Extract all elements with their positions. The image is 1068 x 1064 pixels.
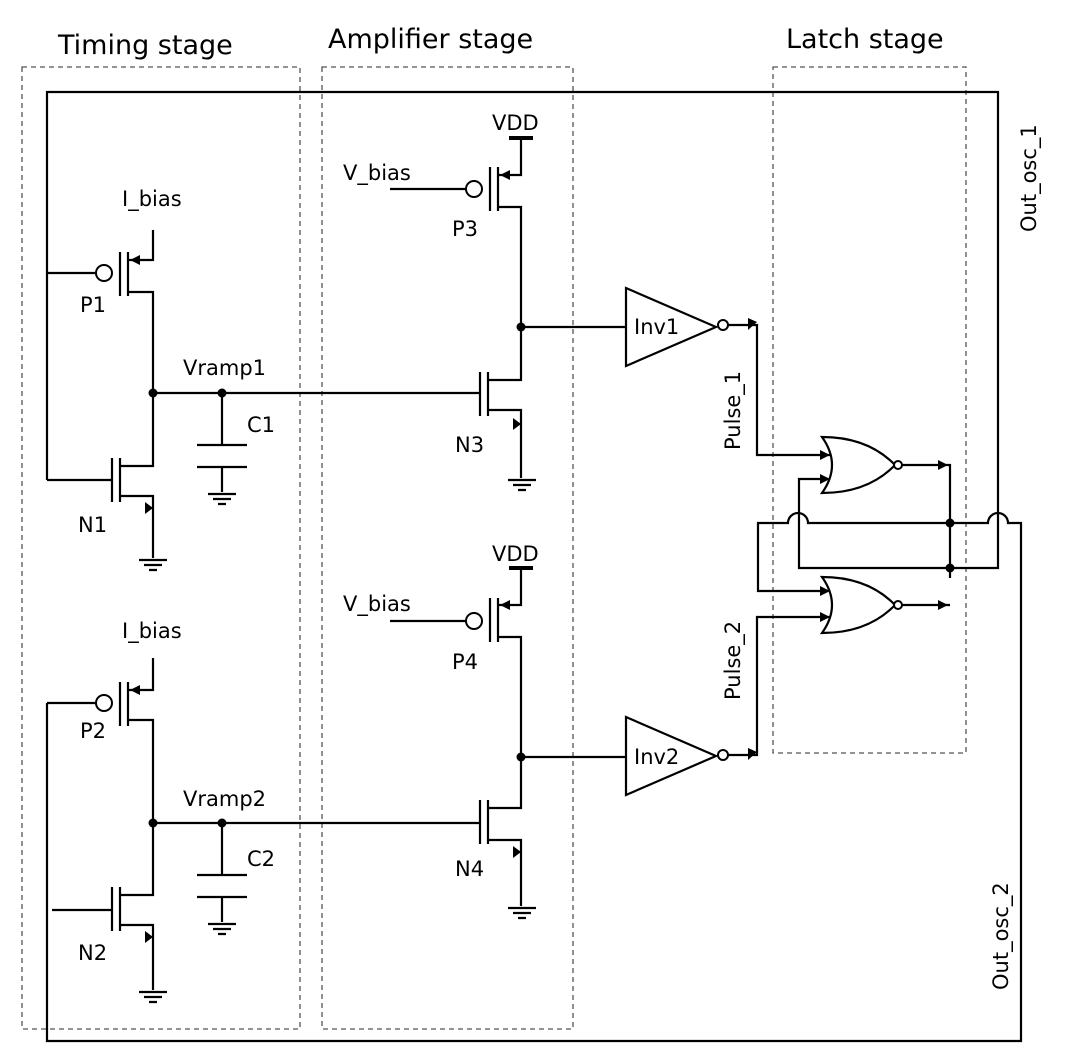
p3-label: P3: [452, 217, 478, 241]
c2-label: C2: [247, 847, 275, 871]
p4-transistor: [465, 566, 533, 757]
ibias2-label: I_bias: [122, 619, 182, 644]
n3-label: N3: [455, 433, 484, 457]
ibias1-label: I_bias: [122, 187, 182, 212]
c2-capacitor: [197, 823, 247, 936]
p1-label: P1: [80, 293, 106, 317]
p3-transistor: [465, 136, 533, 327]
p1-transistor: [95, 230, 155, 393]
p2-transistor: [95, 658, 155, 823]
amplifier-stage-title: Amplifier stage: [328, 24, 533, 55]
timing-stage-box: [21, 66, 301, 1030]
c1-capacitor: [197, 393, 247, 506]
n2-transistor: [110, 823, 167, 1004]
n1-transistor: [110, 393, 167, 572]
latch-stage-box: [772, 66, 967, 754]
pulse2-label: Pulse_2: [721, 621, 746, 700]
vbias2-label: V_bias: [343, 592, 411, 617]
out-osc-1-wire: [45, 90, 1000, 570]
latch-stage-title: Latch stage: [786, 24, 944, 55]
nor-gate-2: [819, 575, 950, 635]
inv2-label: Inv2: [634, 745, 679, 769]
n1-label: N1: [78, 513, 107, 537]
n3-transistor: [478, 327, 536, 492]
vramp1-node: [148, 388, 158, 398]
n4-label: N4: [455, 857, 484, 881]
inv1-buffer: [624, 286, 830, 457]
c1-label: C1: [247, 413, 275, 437]
vdd1-label: VDD: [492, 111, 539, 135]
amplifier-stage-box: [321, 66, 574, 1030]
nor-gate-1: [819, 435, 952, 578]
p2-label: P2: [80, 719, 106, 743]
timing-stage-title: Timing stage: [57, 30, 233, 61]
vramp2-node: [148, 818, 158, 828]
out-osc-1-label: Out_osc_1: [1017, 124, 1042, 232]
inv2-buffer: [624, 615, 830, 797]
n4-transistor: [478, 757, 536, 920]
vramp1-label: Vramp1: [183, 356, 266, 380]
vdd2-label: VDD: [492, 542, 539, 566]
pulse1-label: Pulse_1: [721, 371, 746, 450]
vbias1-label: V_bias: [343, 161, 411, 186]
out-osc-2-label: Out_osc_2: [989, 882, 1014, 990]
vramp2-label: Vramp2: [183, 787, 266, 811]
n2-label: N2: [78, 941, 107, 965]
out-osc-2-wire: [45, 511, 1023, 1043]
amp2-out-node: [516, 752, 526, 762]
p4-label: P4: [452, 650, 478, 674]
latch-cross-wire-1: [797, 477, 950, 570]
amp1-out-node: [516, 322, 526, 332]
latch-cross-wire-2: [756, 511, 950, 593]
inv1-label: Inv1: [634, 315, 679, 339]
